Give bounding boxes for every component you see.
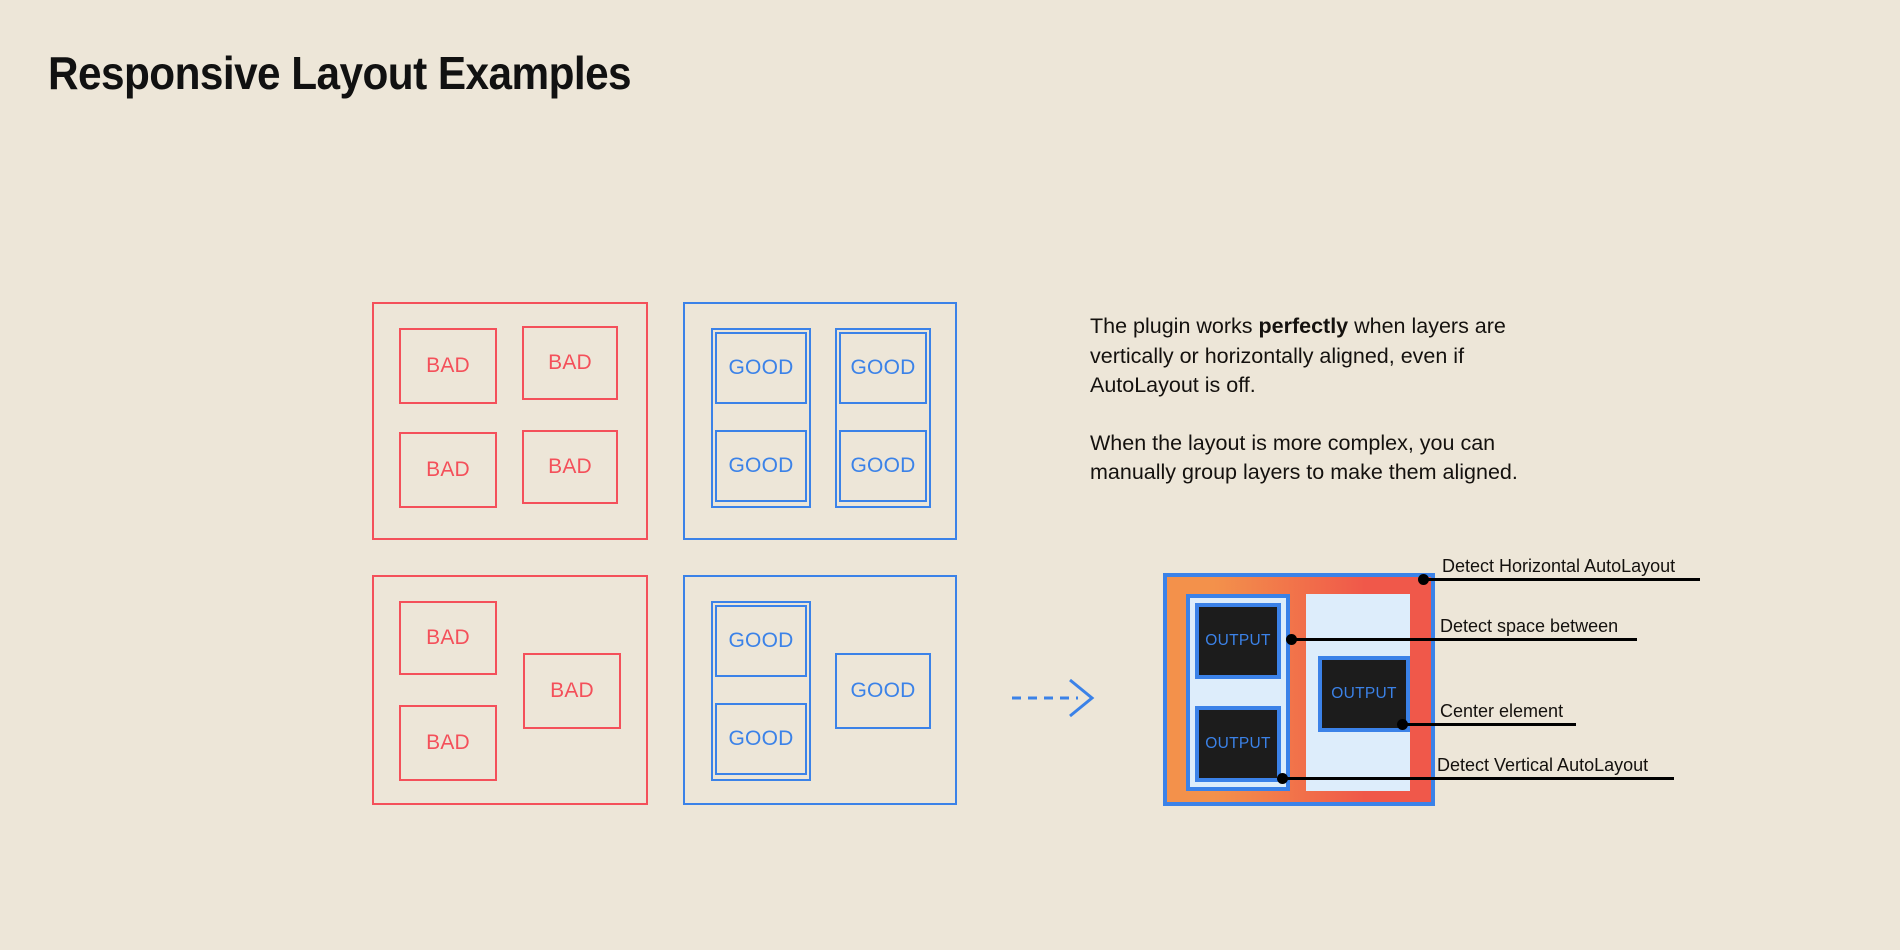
bad-cell: BAD: [399, 328, 497, 404]
vertical-stack-group: OUTPUT OUTPUT: [1186, 594, 1290, 791]
bad-complex-layout-panel: BAD BAD BAD: [372, 575, 648, 805]
annotation-label: Center element: [1440, 701, 1564, 721]
output-box: OUTPUT: [1195, 603, 1281, 679]
good-complex-layout-panel: GOOD GOOD GOOD: [683, 575, 957, 805]
bad-cell: BAD: [522, 326, 618, 400]
good-cell: GOOD: [715, 605, 807, 677]
bad-cell: BAD: [399, 705, 497, 781]
good-cell: GOOD: [839, 332, 927, 404]
paragraph-one-bold: perfectly: [1258, 314, 1349, 338]
annotation-label: Detect Vertical AutoLayout: [1437, 755, 1649, 775]
output-diagram: OUTPUT OUTPUT OUTPUT: [1163, 573, 1435, 806]
paragraph-one-lead: The plugin works: [1090, 314, 1259, 338]
good-cell: GOOD: [839, 430, 927, 502]
good-group: GOOD GOOD: [711, 601, 811, 781]
page-title: Responsive Layout Examples: [48, 47, 632, 99]
good-cell: GOOD: [715, 703, 807, 775]
annotation-line: [1423, 578, 1700, 581]
flow-arrow: [1012, 678, 1098, 718]
good-group: GOOD GOOD: [835, 328, 931, 508]
bad-cell: BAD: [399, 432, 497, 508]
annotation-line: [1282, 777, 1674, 780]
centered-element-group: OUTPUT: [1306, 594, 1410, 791]
good-cell: GOOD: [835, 653, 931, 729]
annotation-line: [1402, 723, 1576, 726]
bad-aligned-grid-panel: BAD BAD BAD BAD: [372, 302, 648, 540]
good-group: GOOD GOOD: [711, 328, 811, 508]
output-box: OUTPUT: [1318, 656, 1410, 732]
annotation-label: Detect space between: [1440, 616, 1619, 636]
bad-cell: BAD: [523, 653, 621, 729]
good-cell: GOOD: [715, 430, 807, 502]
good-aligned-grid-panel: GOOD GOOD GOOD GOOD: [683, 302, 957, 540]
bad-cell: BAD: [522, 430, 618, 504]
paragraph-one: The plugin works perfectly when layers a…: [1090, 312, 1550, 401]
annotation-label: Detect Horizontal AutoLayout: [1442, 556, 1676, 576]
good-cell: GOOD: [715, 332, 807, 404]
paragraph-two: When the layout is more complex, you can…: [1090, 430, 1518, 485]
output-box: OUTPUT: [1195, 706, 1281, 782]
description-text: The plugin works perfectly when layers a…: [1090, 312, 1550, 488]
bad-cell: BAD: [399, 601, 497, 675]
paragraph-one-tail: when layers are vertically or horizontal…: [1090, 314, 1506, 397]
annotation-line: [1291, 638, 1637, 641]
